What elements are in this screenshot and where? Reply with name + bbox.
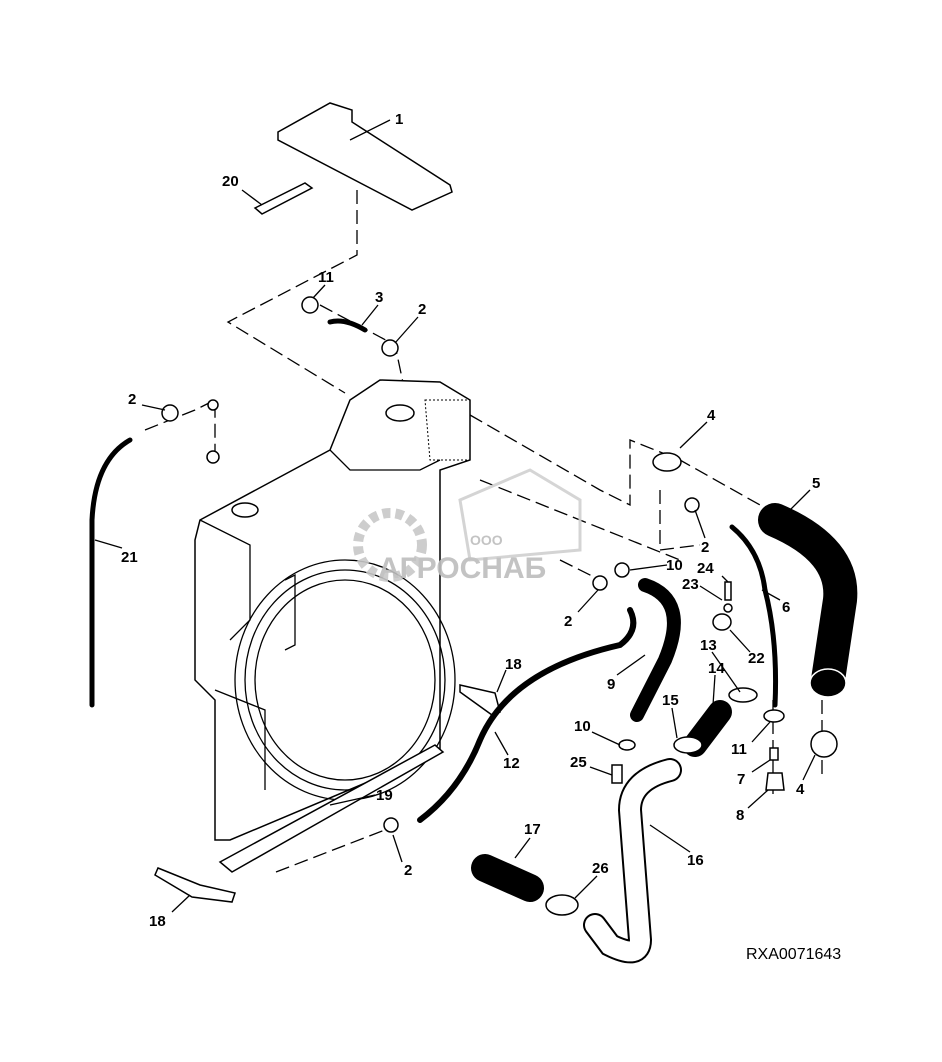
callout-label: 11: [318, 269, 334, 286]
callout-label: 21: [121, 549, 138, 566]
leader-lines: [94, 119, 816, 913]
callout-label: 5: [812, 475, 820, 492]
strip-part-19: [218, 744, 445, 873]
callout-label: 12: [503, 755, 520, 772]
bracket-part-1: [277, 102, 453, 211]
strip-part-20: [253, 182, 314, 215]
callout-label: 23: [682, 576, 699, 593]
radiator: [194, 379, 471, 841]
watermark-logo: ООО АГРОСНАБ: [353, 468, 582, 585]
callout-label: 15: [662, 692, 679, 709]
callout-label: 18: [505, 656, 522, 673]
callout-label: 2: [404, 862, 412, 879]
callout-label: 11: [731, 741, 747, 758]
callout-label: 4: [796, 781, 805, 798]
hose-part-5: [758, 503, 858, 697]
drawing-code: RXA0071643: [746, 946, 841, 963]
callout-label: 6: [782, 599, 790, 616]
callout-label: 2: [128, 391, 136, 408]
pad-part-18-lower: [154, 867, 236, 903]
hose-part-17: [471, 854, 544, 902]
callouts: 1 20 11 3 2 2 21 4 5 2 10 24 23 6 2 13 2…: [121, 111, 820, 930]
callout-label: 2: [701, 539, 709, 556]
hose-part-9: [630, 578, 681, 722]
callout-label: 25: [570, 754, 587, 771]
callout-label: 16: [687, 852, 704, 869]
callout-label: 10: [666, 557, 683, 574]
callout-label: 3: [375, 289, 383, 306]
callout-label: 8: [736, 807, 744, 824]
callout-label: 20: [222, 173, 239, 190]
clamps: [161, 296, 838, 916]
callout-label: 17: [524, 821, 541, 838]
callout-label: 13: [700, 637, 717, 654]
hose-part-21: [89, 437, 133, 708]
hose-part-3: [327, 318, 368, 333]
callout-label: 19: [376, 787, 393, 804]
watermark-small: ООО: [470, 532, 503, 548]
callout-label: 22: [748, 650, 765, 667]
watermark-large: АГРОСНАБ: [378, 552, 546, 585]
callout-label: 18: [149, 913, 166, 930]
callout-label: 9: [607, 676, 615, 693]
callout-label: 7: [737, 771, 745, 788]
callout-label: 1: [395, 111, 403, 128]
callout-label: 14: [708, 660, 725, 677]
callout-label: 26: [592, 860, 609, 877]
callout-label: 2: [418, 301, 426, 318]
callout-label: 2: [564, 613, 572, 630]
hose-part-6: [729, 524, 779, 708]
callout-label: 4: [707, 407, 716, 424]
callout-label: 24: [697, 560, 714, 577]
hose-part-12: [417, 607, 637, 823]
callout-label: 10: [574, 718, 591, 735]
